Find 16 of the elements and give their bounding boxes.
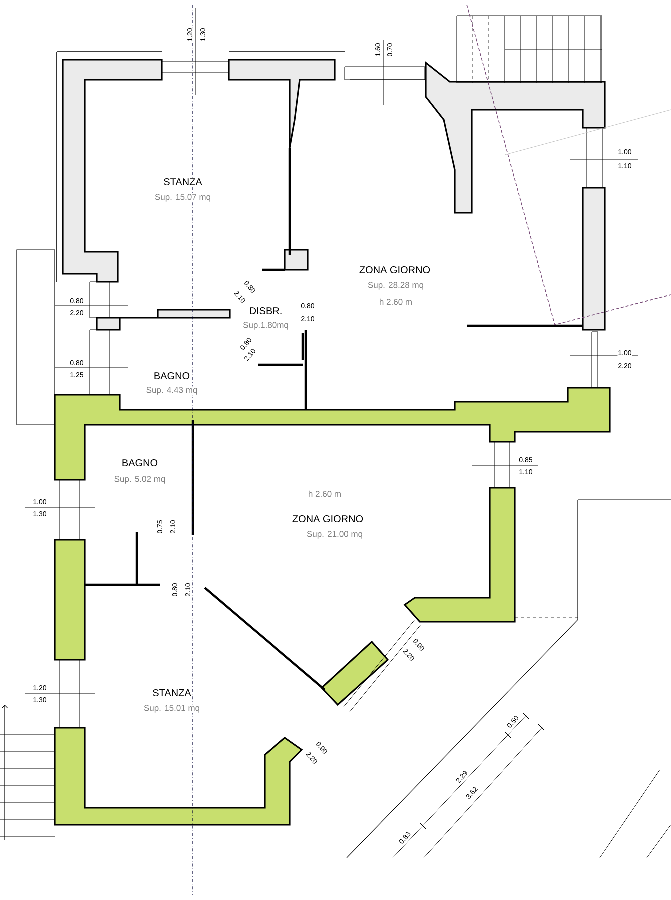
area-label: Sup. 4.43 mq xyxy=(146,386,198,396)
area-label: h 2.60 m xyxy=(308,490,342,498)
room-name: ZONA GIORNO xyxy=(358,266,432,274)
room-name: BAGNO xyxy=(153,372,191,380)
room-name: ZONA GIORNO xyxy=(292,514,364,524)
area-label: Sup. 15.01 mq xyxy=(143,704,201,714)
room-name: STANZA xyxy=(163,178,203,186)
room-name: BAGNO xyxy=(121,458,159,468)
room-name: DISBR. xyxy=(248,306,284,316)
area-label: Sup. 5.02 mq xyxy=(114,476,166,484)
area-label: Sup. 15.07 mq xyxy=(154,194,212,202)
area-label: Sup. 28.28 mq xyxy=(367,282,425,290)
area-label: Sup. 21.00 mq xyxy=(306,530,364,540)
area-label: Sup.1.80mq xyxy=(242,322,290,330)
room-name: STANZA xyxy=(152,688,192,698)
area-label: h 2.60 m xyxy=(378,298,414,306)
